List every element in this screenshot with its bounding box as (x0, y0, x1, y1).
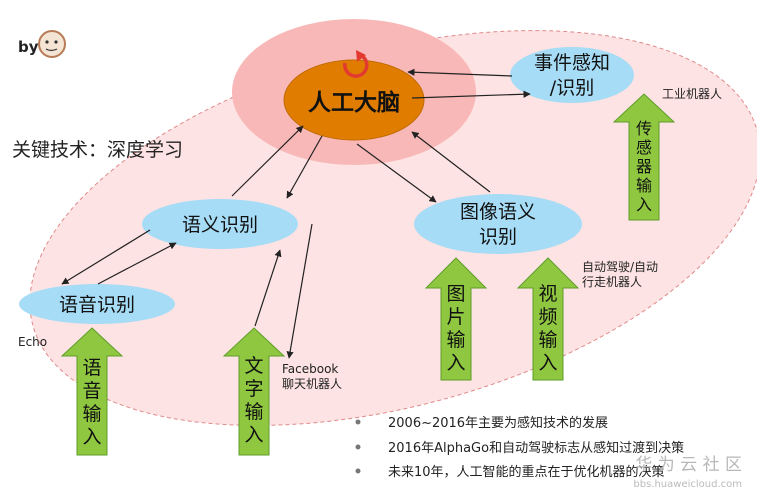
svg-text:入: 入 (244, 424, 263, 446)
speech-input-label: 语 音 输 入 (82, 357, 101, 448)
svg-text:入: 入 (446, 352, 465, 374)
speech-input-arrow (60, 327, 124, 456)
svg-text:器: 器 (636, 157, 652, 176)
byline: by (18, 38, 39, 56)
svg-text:频: 频 (538, 306, 557, 328)
image-node (414, 194, 582, 254)
speech-node (19, 284, 175, 324)
arrow-brain-to-image (356, 143, 437, 203)
brain-label: 人工大脑 (308, 89, 400, 116)
svg-text:输: 输 (636, 176, 652, 195)
event-node (510, 47, 634, 103)
arrow-semantic-to-speech (61, 229, 151, 285)
svg-text:语: 语 (82, 357, 101, 379)
bullet-list: 2006~2016年主要为感知技术的发展 2016年AlphaGo和自动驾驶标志… (355, 415, 684, 480)
video-input-arrow (516, 257, 580, 381)
svg-text:视: 视 (538, 283, 557, 305)
connector-arrows (61, 68, 531, 359)
image-label-line1: 图像语义 (460, 201, 536, 223)
video-input-label: 视 频 输 入 (538, 283, 557, 374)
arrow-event-to-brain (407, 68, 513, 77)
facebook-label-line1: Facebook (282, 362, 338, 376)
bullet-dot (355, 468, 361, 474)
svg-text:输: 输 (82, 403, 101, 425)
svg-text:传: 传 (636, 119, 652, 138)
bullet-dot (355, 444, 361, 450)
arrow-text-to-semantic (254, 249, 282, 327)
event-label-line2: /识别 (550, 77, 594, 99)
picture-input-label: 图 片 输 入 (446, 283, 465, 374)
auto-drive-label-line2: 行走机器人 (582, 275, 642, 289)
svg-text:图: 图 (446, 283, 465, 305)
semantic-node (142, 199, 298, 249)
speech-label: 语音识别 (59, 294, 135, 316)
svg-text:字: 字 (244, 378, 263, 400)
arrow-speech-to-semantic (97, 242, 177, 285)
svg-text:感: 感 (636, 138, 652, 157)
arrow-brain-to-semantic (286, 135, 323, 199)
brain-node (283, 59, 425, 141)
echo-label: Echo (18, 335, 47, 349)
svg-text:输: 输 (538, 329, 557, 351)
svg-text:音: 音 (82, 380, 101, 402)
arrow-image-to-brain (411, 131, 491, 193)
svg-text:文: 文 (244, 355, 263, 377)
svg-text:入: 入 (82, 426, 101, 448)
bullet-dot (355, 419, 361, 425)
facebook-label-line2: 聊天机器人 (282, 377, 342, 391)
bullet-item: 2016年AlphaGo和自动驾驶标志从感知过渡到决策 (388, 440, 684, 456)
svg-text:输: 输 (446, 329, 465, 351)
sensor-input-label: 传 感 器 输 入 (636, 119, 652, 214)
text-input-label: 文 字 输 入 (244, 355, 263, 446)
arrow-semantic-to-facebook (286, 223, 313, 359)
text-input-arrow (222, 327, 286, 456)
watermark-text: 华 为 云 社 区 (635, 455, 742, 475)
arrow-semantic-to-brain (231, 125, 304, 197)
semantic-label: 语义识别 (182, 214, 258, 236)
svg-text:片: 片 (446, 306, 465, 328)
industrial-robot-label: 工业机器人 (662, 87, 722, 101)
auto-drive-label-line1: 自动驾驶/自动 (582, 259, 658, 274)
svg-text:入: 入 (636, 195, 652, 214)
refresh-icon (343, 50, 369, 78)
sensor-input-arrow (612, 93, 676, 221)
watermark-url: bbs.huaweicloud.com (633, 479, 742, 490)
key-technology-label: 关键技术：深度学习 (12, 139, 183, 161)
image-label-line2: 识别 (479, 226, 517, 248)
svg-text:输: 输 (244, 401, 263, 423)
svg-text:入: 入 (538, 352, 557, 374)
bullet-item: 未来10年，人工智能的重点在于优化机器的决策 (388, 464, 665, 480)
bullet-item: 2006~2016年主要为感知技术的发展 (388, 415, 608, 431)
author-avatar (38, 30, 66, 58)
arrow-brain-to-event (411, 90, 531, 99)
picture-input-arrow (424, 257, 488, 381)
input-arrows (60, 93, 676, 456)
event-label-line1: 事件感知 (534, 52, 610, 74)
